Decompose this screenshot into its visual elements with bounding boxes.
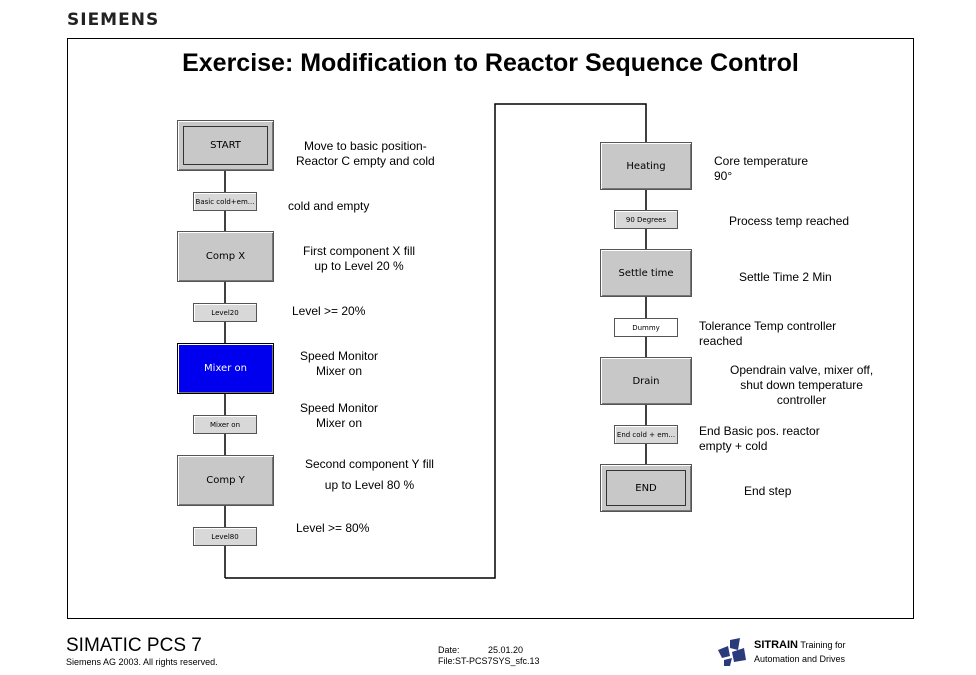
note-settle-time: Settle Time 2 Min <box>739 270 832 284</box>
step-label: Mixer on <box>204 363 247 374</box>
step-label: END <box>635 482 657 494</box>
sitrain-name: SITRAIN <box>754 639 798 651</box>
copyright-text: Siemens AG 2003. All rights reserved. <box>66 657 218 667</box>
step-end[interactable]: END <box>600 464 692 512</box>
transition-label: 90 Degrees <box>625 215 667 224</box>
step-settle-time[interactable]: Settle time <box>600 249 692 297</box>
step-mixer-on[interactable]: Mixer on <box>177 343 274 394</box>
step-start[interactable]: START <box>177 120 274 171</box>
transition-label: End cold + em... <box>616 430 676 439</box>
slide-frame <box>67 38 914 619</box>
note-basic-cold-empty: cold and empty <box>288 199 370 213</box>
file-name: File:ST-PCS7SYS_sfc.13 <box>438 656 540 666</box>
transition-mixer-on[interactable]: Mixer on <box>193 415 257 434</box>
sitrain-tagline-2: Automation and Drives <box>754 654 846 664</box>
transition-end-cold-empty[interactable]: End cold + em... <box>614 425 678 444</box>
product-name: SIMATIC PCS 7 <box>66 635 202 656</box>
note-start: Move to basic position-Reactor C empty a… <box>296 139 435 168</box>
step-label: START <box>210 140 241 151</box>
step-comp-x[interactable]: Comp X <box>177 231 274 282</box>
transition-label: Dummy <box>632 323 660 332</box>
transition-label: Mixer on <box>209 420 241 429</box>
step-label: Comp Y <box>206 475 245 486</box>
date-label: Date: <box>438 645 460 655</box>
transition-label: Level20 <box>211 308 239 317</box>
step-label: Settle time <box>618 267 674 279</box>
siemens-logo: SIEMENS <box>67 10 160 30</box>
transition-label: Basic cold+em... <box>195 197 255 206</box>
step-heating[interactable]: Heating <box>600 142 692 190</box>
date-value: 25.01.20 <box>488 645 524 655</box>
step-comp-y[interactable]: Comp Y <box>177 455 274 506</box>
note-drain: Opendrain valve, mixer off,shut down tem… <box>730 363 874 407</box>
step-drain[interactable]: Drain <box>600 357 692 405</box>
sitrain-branding: SITRAIN Training for Automation and Driv… <box>754 638 846 666</box>
transition-90-degrees[interactable]: 90 Degrees <box>614 210 678 229</box>
step-label: Drain <box>632 375 660 387</box>
note-end: End step <box>744 484 792 498</box>
transition-dummy[interactable]: Dummy <box>614 318 678 337</box>
step-label: Heating <box>626 160 666 172</box>
note-90-degrees: Process temp reached <box>729 214 850 228</box>
note-level20: Level >= 20% <box>292 304 366 318</box>
slide-title: Exercise: Modification to Reactor Sequen… <box>182 49 799 77</box>
sitrain-logo-icon <box>718 638 746 666</box>
transition-label: Level80 <box>211 532 239 541</box>
note-level80: Level >= 80% <box>296 521 370 535</box>
step-label: Comp X <box>205 251 246 262</box>
transition-level80[interactable]: Level80 <box>193 527 257 546</box>
transition-basic-cold-empty[interactable]: Basic cold+em... <box>193 192 257 211</box>
transition-level20[interactable]: Level20 <box>193 303 257 322</box>
sitrain-tagline-1: Training for <box>800 640 846 650</box>
